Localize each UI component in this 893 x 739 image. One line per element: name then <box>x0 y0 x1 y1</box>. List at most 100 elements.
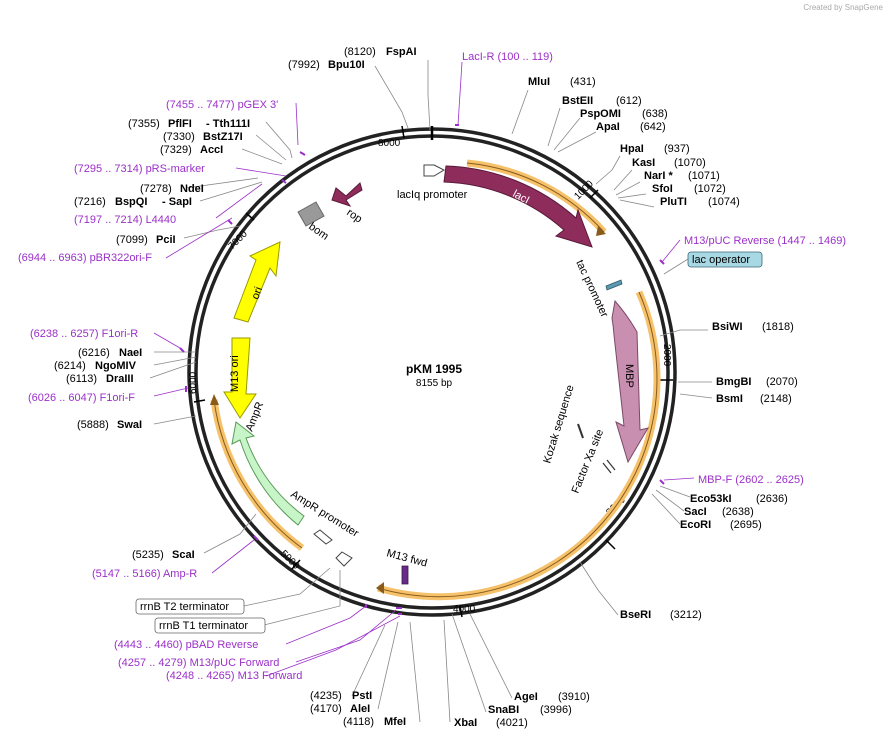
primer-amp-r: (5147 .. 5166) Amp-R <box>92 568 197 580</box>
mbp-halo-line <box>377 291 658 598</box>
lac-operator-label: lac operator <box>692 254 750 266</box>
lacI-halo-line <box>466 162 605 233</box>
feature-label-laciq-promoter: lacIq promoter <box>397 189 468 201</box>
site-name-bseri: BseRI <box>620 609 651 621</box>
site-pos-sfoi: (1072) <box>694 183 726 195</box>
m13-fwd-mark <box>401 565 409 585</box>
lac-operator-mark <box>605 279 623 291</box>
site-pos-eco53ki: (2636) <box>756 493 788 505</box>
site-pos-bspqi: (7216) <box>74 196 106 208</box>
site-pos-acci: (7329) <box>160 144 192 156</box>
primer-laci-r: LacI-R (100 .. 119) <box>462 51 553 63</box>
lacI-arrow <box>443 165 593 248</box>
ampr-halo-line <box>213 399 303 549</box>
tick-label-4000: 4000 <box>453 604 476 615</box>
site-pos-xbai: (4021) <box>496 717 528 729</box>
ampr-promoter-arrow <box>313 529 333 545</box>
site-pos-apai: (642) <box>640 121 666 133</box>
primer-leader-lines <box>153 61 695 677</box>
site-name-nari: NarI * <box>644 170 673 182</box>
site-name-pflfi: PflFI <box>168 118 192 130</box>
site-pos-psti: (4235) <box>310 690 342 702</box>
feature-label-factor-xa: Factor Xa site <box>570 428 607 495</box>
site-name-ngomiv: NgoMIV <box>95 360 137 372</box>
site-leader-lines <box>149 60 713 723</box>
ampr-halo-arrowhead <box>210 394 219 405</box>
m13-ori-arrow <box>223 337 257 419</box>
rrnb-t2-box <box>135 598 245 615</box>
site-pos-saci: (2638) <box>722 506 754 518</box>
site-pos-pluti: (1074) <box>708 196 740 208</box>
site-pos-snabi: (3996) <box>540 704 572 716</box>
feature-label-ori: ori <box>250 285 265 301</box>
kozak-mark <box>577 423 584 439</box>
rrnb-t1-box <box>154 617 266 634</box>
site-name-bpu10i: Bpu10I <box>328 59 365 71</box>
site-name-tth111i: - Tth111I <box>206 118 250 130</box>
ampr-promoter-arrow-2 <box>335 551 353 567</box>
ori-arrow <box>233 241 281 323</box>
site-name-fspai: FspAI <box>386 46 417 58</box>
rrnb-t2-label: rrnB T2 terminator <box>140 601 229 613</box>
site-pos-nari: (1071) <box>688 170 720 182</box>
site-name-naei: NaeI <box>119 347 142 359</box>
site-pos-mlui: (431) <box>570 76 596 88</box>
site-pos-fspai: (8120) <box>344 46 376 58</box>
site-name-sfoi: SfoI <box>652 183 673 195</box>
site-pos-alei: (4170) <box>310 703 342 715</box>
plasmid-name: pKM 1995 <box>406 362 462 376</box>
site-name-snabi: SnaBI <box>488 704 519 716</box>
site-pos-mfei: (4118) <box>343 716 374 728</box>
site-pos-pflfi: (7355) <box>128 118 160 130</box>
primer-pbr322ori-f: (6944 .. 6963) pBR322ori-F <box>18 252 152 264</box>
site-name-sapi: - SapI <box>162 196 192 208</box>
tick-label-8000: 8000 <box>378 138 401 149</box>
rop-arrow <box>331 182 363 207</box>
site-name-scai: ScaI <box>172 549 195 561</box>
site-pos-bstz17i: (7330) <box>163 131 195 143</box>
site-pos-naei: (6216) <box>78 347 110 359</box>
tick-label-7000: 7000 <box>226 228 250 252</box>
site-pos-bpu10i: (7992) <box>288 59 320 71</box>
rrnb-t1-label: rrnB T1 terminator <box>159 620 248 632</box>
primer-f1ori-r: (6238 .. 6257) F1ori-R <box>30 328 138 340</box>
mbp-halo-arrowhead <box>376 582 384 594</box>
site-name-pluti: PluTI <box>660 196 687 208</box>
site-pos-bsmi: (2148) <box>760 393 792 405</box>
site-pos-draiii: (6113) <box>66 373 97 385</box>
site-name-bmgbi: BmgBI <box>716 376 751 388</box>
site-pos-agei: (3910) <box>558 691 590 703</box>
bom-box <box>297 201 325 227</box>
site-name-bspqi: BspQI <box>115 196 147 208</box>
site-pos-bsiwi: (1818) <box>762 321 794 333</box>
site-name-hpai: HpaI <box>620 143 644 155</box>
lacI-halo-arrowhead <box>596 226 606 236</box>
feature-label-rop: rop <box>344 207 364 226</box>
primer-pbad-reverse: (4443 .. 4460) pBAD Reverse <box>114 639 258 651</box>
site-name-mfei: MfeI <box>384 716 406 728</box>
site-name-pcii: PciI <box>156 234 176 246</box>
tick-label-2000: 2000 <box>661 344 672 367</box>
site-name-bsiwi: BsiWI <box>712 321 743 333</box>
plasmid-size: 8155 bp <box>416 378 453 389</box>
site-name-draiii: DraIII <box>106 373 134 385</box>
site-pos-swai: (5888) <box>77 419 109 431</box>
primer-m13puc-forward: (4257 .. 4279) M13/pUC Forward <box>118 657 279 669</box>
site-name-bstz17i: BstZ17I <box>203 131 243 143</box>
site-labels: (8120) FspAI (7992) Bpu10I MluI (431) Bs… <box>54 46 798 729</box>
ampr-arrow <box>231 421 305 526</box>
site-name-xbai: XbaI <box>454 717 477 729</box>
primer-pgex3: (7455 .. 7477) pGEX 3' <box>166 99 278 111</box>
factor-xa-mark <box>602 462 612 474</box>
primer-ticks <box>179 124 665 615</box>
site-pos-pspomi: (638) <box>642 108 668 120</box>
site-pos-bseri: (3212) <box>670 609 702 621</box>
site-pos-bsteii: (612) <box>616 95 642 107</box>
tick-marks <box>193 125 673 618</box>
site-pos-ndei: (7278) <box>140 183 172 195</box>
primer-mbp-f: MBP-F (2602 .. 2625) <box>698 474 804 486</box>
site-name-apai: ApaI <box>596 121 620 133</box>
site-pos-hpai: (937) <box>664 143 690 155</box>
site-name-ecori: EcoRI <box>680 519 711 531</box>
